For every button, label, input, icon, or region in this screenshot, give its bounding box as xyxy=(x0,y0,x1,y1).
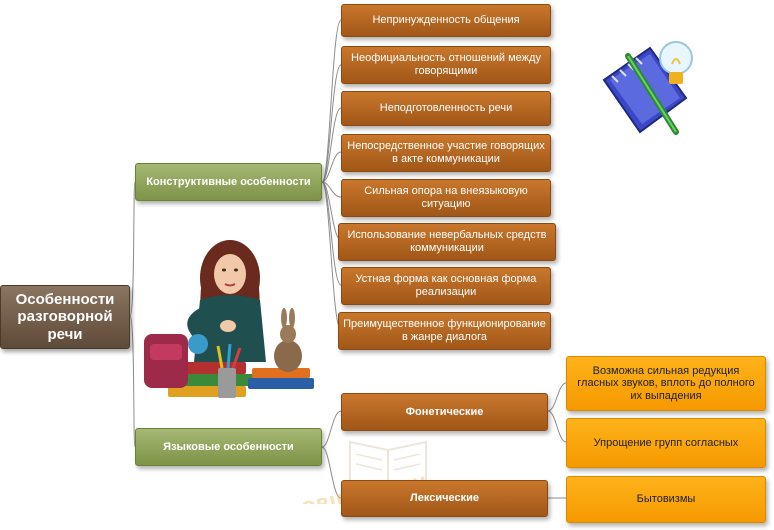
sub-branch-lexical: Лексические xyxy=(341,480,548,517)
branch-language: Языковые особенности xyxy=(135,428,322,466)
constructive-item: Использование невербальных средств комму… xyxy=(338,223,556,261)
root-node: Особенности разговорной речи xyxy=(0,285,130,349)
notebook-pencil-lightbulb-icon xyxy=(602,41,693,135)
woman-with-books-illustration xyxy=(144,240,314,398)
branch-constructive: Конструктивные особенности xyxy=(135,163,322,201)
constructive-item: Устная форма как основная форма реализац… xyxy=(341,267,551,305)
constructive-item: Непринужденность общения xyxy=(341,4,551,37)
phonetic-item: Упрощение групп согласных xyxy=(566,418,766,468)
constructive-item: Неподготовленность речи xyxy=(341,91,551,126)
lexical-item: Бытовизмы xyxy=(566,476,766,523)
constructive-item: Преимущественное функционирование в жанр… xyxy=(338,312,551,350)
constructive-item: Сильная опора на внеязыковую ситуацию xyxy=(341,179,551,217)
constructive-item: Неофициальность отношений между говорящи… xyxy=(341,46,551,84)
sub-branch-phonetic: Фонетические xyxy=(341,393,548,431)
connector-root-language xyxy=(129,315,136,448)
branch-language-label: Языковые особенности xyxy=(163,440,294,453)
phonetic-item: Возможна сильная редукция гласных звуков… xyxy=(566,356,766,411)
root-label: Особенности разговорной речи xyxy=(15,291,115,343)
connector-root-constructive xyxy=(129,181,136,317)
branch-constructive-label: Конструктивные особенности xyxy=(146,175,311,188)
constructive-item: Непосредственное участие говорящих в акт… xyxy=(341,134,551,172)
